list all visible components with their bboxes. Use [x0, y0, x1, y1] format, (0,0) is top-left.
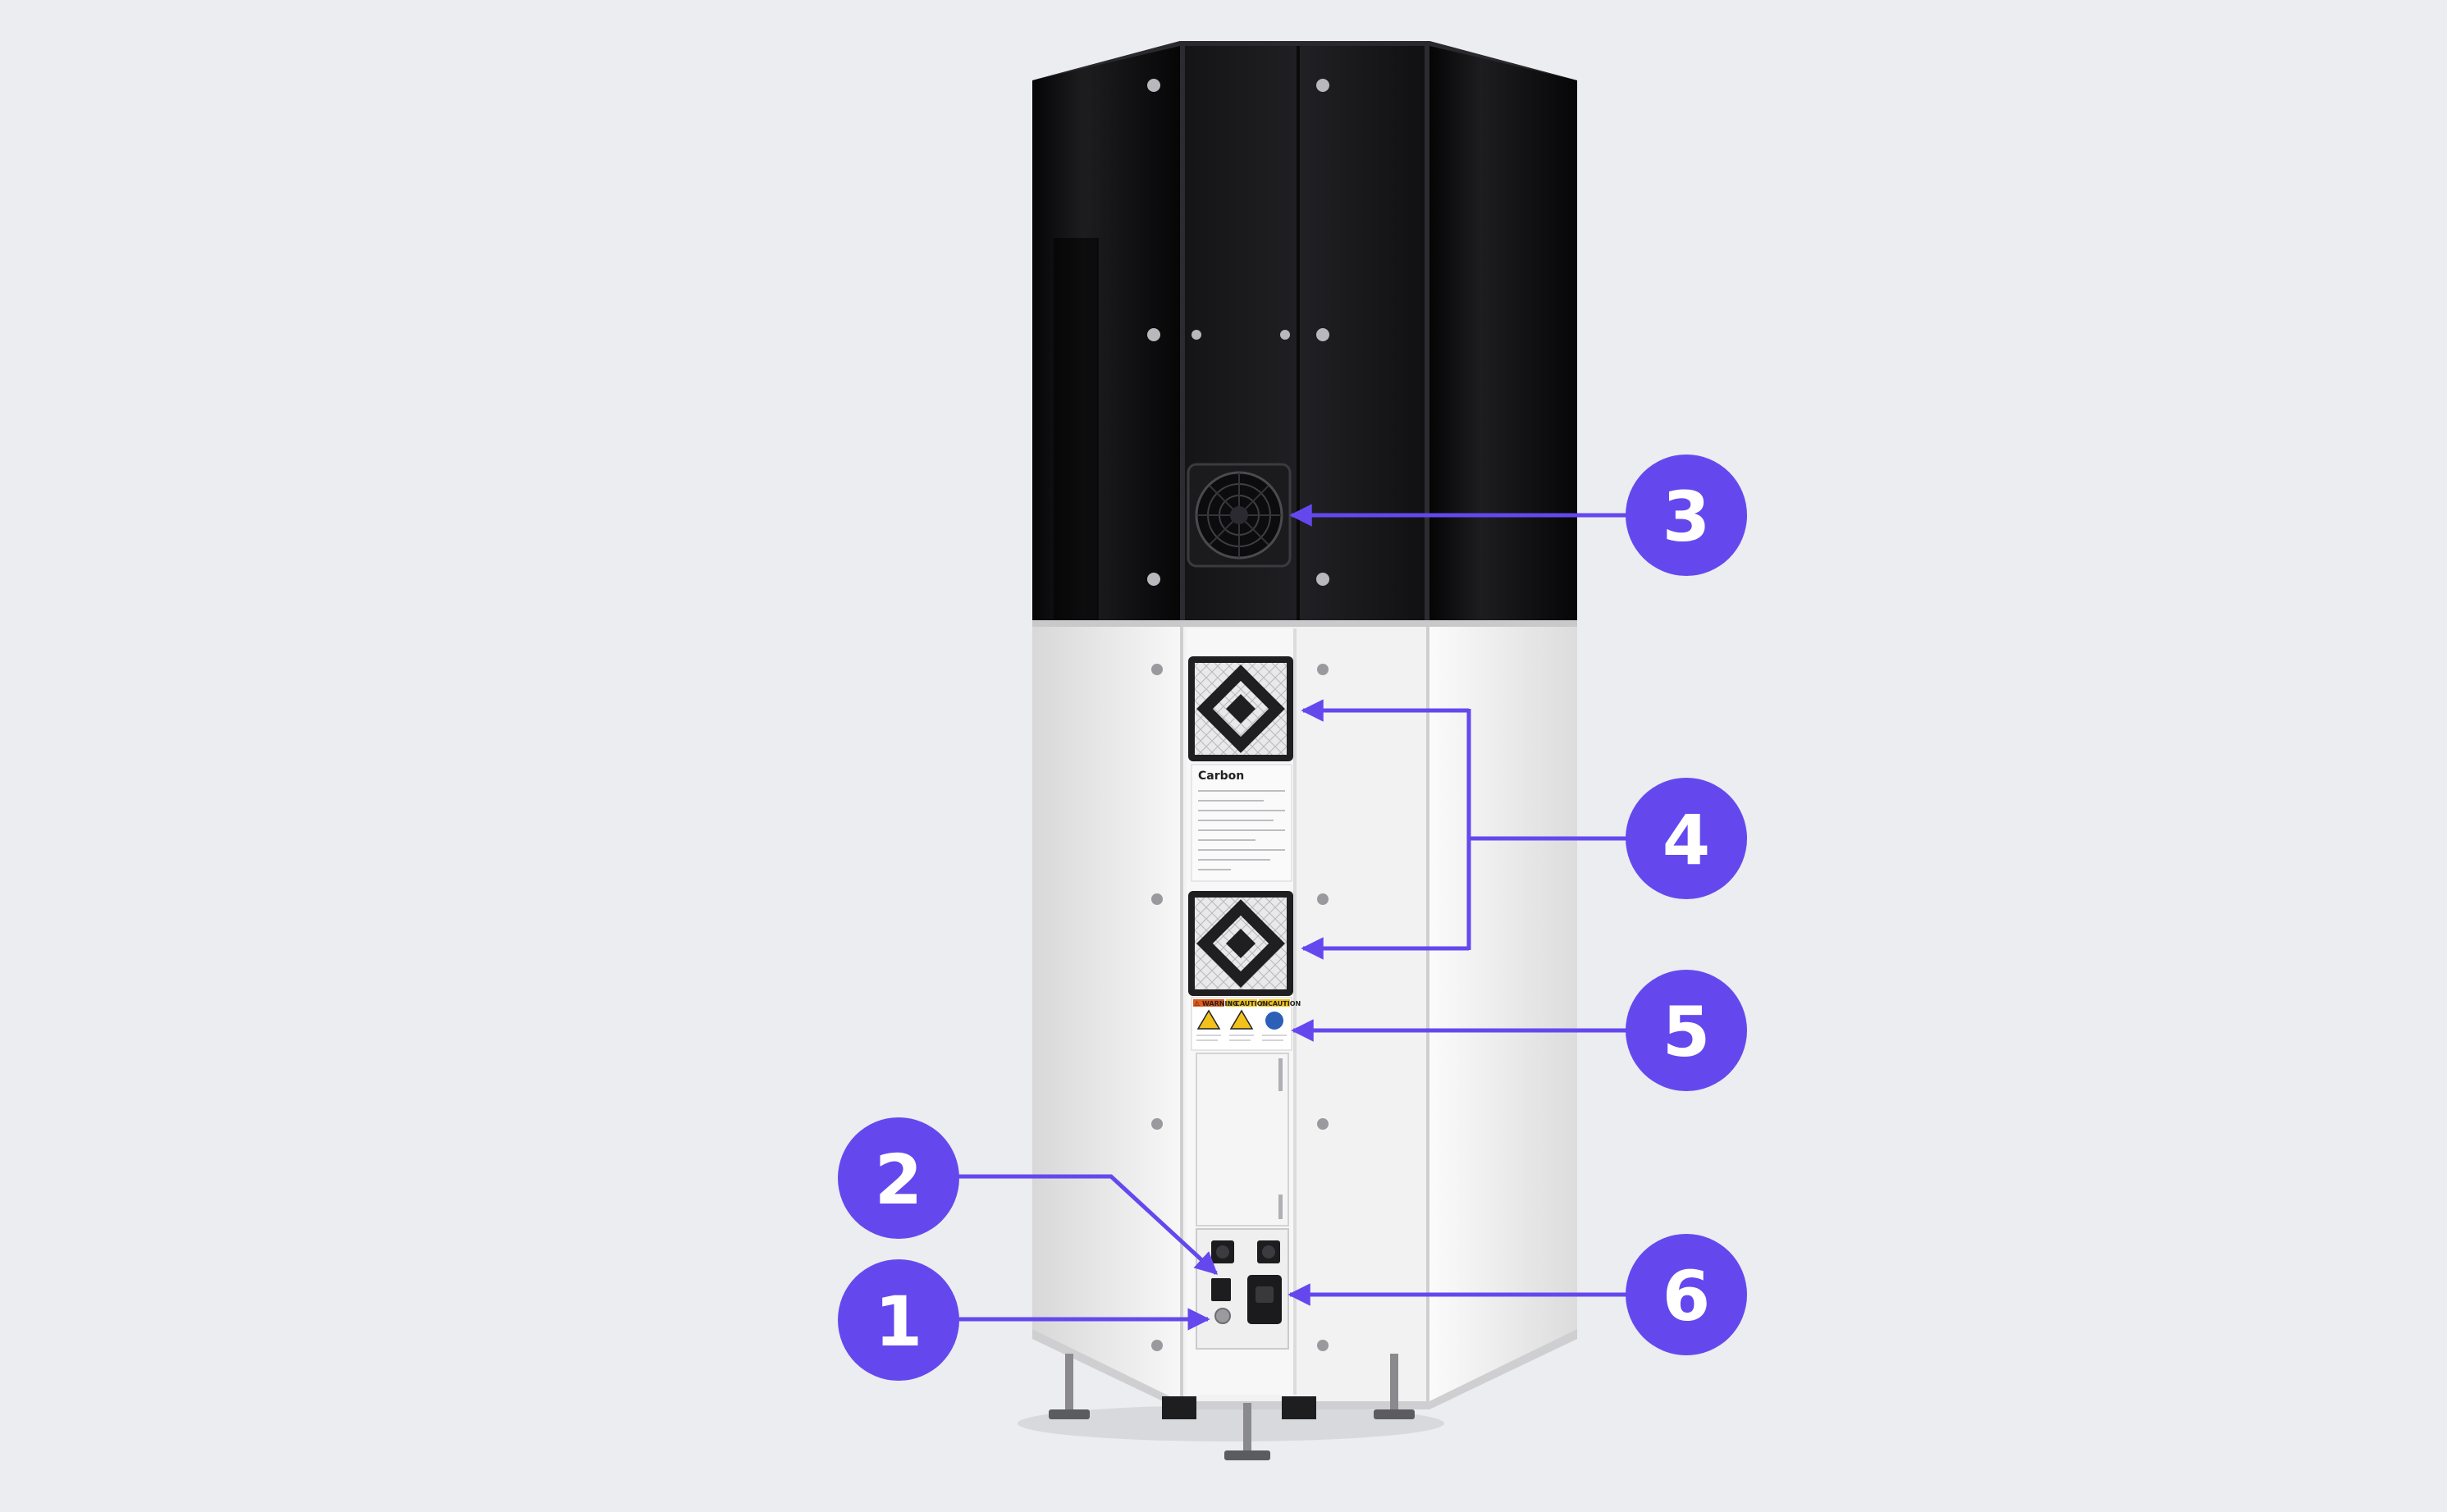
lower-white-housing	[1032, 620, 1577, 1409]
callout-badge-4: 4	[1626, 778, 1747, 899]
callout-number-6: 6	[1663, 1256, 1710, 1336]
hazard-triangle-icon	[1229, 1009, 1254, 1030]
air-filter-upper	[1188, 656, 1293, 761]
callout-badge-1: 1	[838, 1259, 959, 1381]
callout-number-2: 2	[875, 1140, 922, 1220]
access-panel	[1196, 1053, 1289, 1227]
callout-number-4: 4	[1663, 800, 1710, 880]
callout-badge-3: 3	[1626, 455, 1747, 576]
mandatory-sign-icon	[1265, 1012, 1283, 1030]
floor-shadow	[1018, 1405, 1444, 1441]
callout-number-3: 3	[1663, 477, 1710, 557]
product-label: Carbon	[1191, 764, 1292, 882]
leveling-feet	[1049, 1354, 1415, 1460]
callout-number-1: 1	[875, 1281, 922, 1362]
label-brand-text: Carbon	[1198, 770, 1244, 783]
hazard-triangle-icon	[1196, 1009, 1221, 1030]
warning-label-3: ⚠ CAUTION	[1260, 1000, 1301, 1007]
warning-labels: ⚠ WARNING ⚠ CAUTION ⚠ CAUTION	[1191, 997, 1301, 1051]
air-filter-lower	[1188, 891, 1293, 996]
callout-badge-5: 5	[1626, 970, 1747, 1091]
callout-badge-6: 6	[1626, 1234, 1747, 1355]
fan-icon	[1187, 463, 1292, 568]
leader-line-2	[958, 1174, 1219, 1275]
ethernet-port-icon	[1211, 1278, 1231, 1301]
ground-terminal-icon	[1214, 1308, 1231, 1324]
callout-leaders	[958, 504, 1629, 1331]
printer-enclosure: Carbon ⚠ WA	[1018, 41, 1577, 1460]
connector-panel	[1196, 1228, 1289, 1350]
screws-lower	[1151, 664, 1329, 1351]
upper-black-housing	[1032, 41, 1577, 624]
warning-label-1: ⚠ WARNING	[1194, 1000, 1238, 1007]
callout-number-5: 5	[1663, 992, 1710, 1072]
warning-label-2: ⚠ CAUTION	[1227, 1000, 1268, 1007]
callout-badge-2: 2	[838, 1117, 959, 1239]
